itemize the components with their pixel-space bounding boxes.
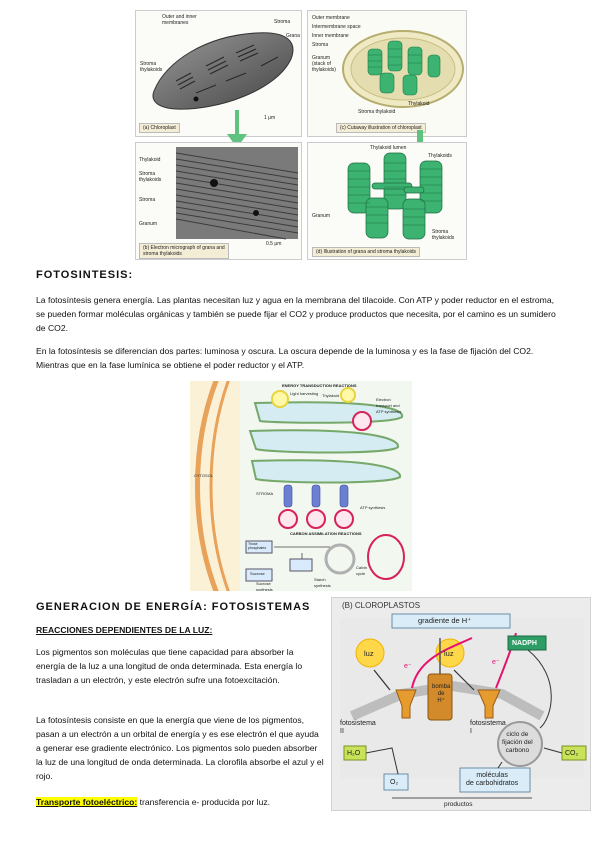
label-intermembrane: Intermembrane space (312, 24, 361, 30)
fig3-gradient: gradiente de H⁺ (418, 616, 472, 625)
label-sucrose-box: Sucrose (250, 571, 265, 576)
caption-b: (b) Electron micrograph of grana and str… (139, 243, 229, 259)
fig3-nadph: NADPH (512, 640, 537, 647)
label-sucrose-synthesis: Sucrose synthesis (256, 581, 273, 591)
label-electron-transport: Electron transport and ATP synthesis (376, 397, 402, 414)
label-carbon-title: CARBON ASSIMILATION REACTIONS (290, 531, 362, 536)
label-triose: Triose phosphates (248, 542, 267, 550)
label-cytosol: CYTOSOL (194, 473, 214, 478)
fig3-title: (B) CLOROPLASTOS (342, 601, 421, 610)
paragraph-fotosintesis-2: En la fotosíntesis se diferencian dos pa… (36, 346, 534, 370)
fig3-o2: O₂ (390, 779, 399, 786)
fig3-electron-left: e⁻ (404, 663, 412, 670)
label-stroma-thylakoids-a: Stroma thylakoids (140, 61, 163, 73)
paragraph-fotosintesis-1: La fotosíntesis genera energía. Las plan… (36, 295, 556, 333)
fig3-ps1: fotosistema I (470, 720, 506, 735)
label-grana-a: Grana (286, 33, 300, 39)
label-starch: Starch synthesis (314, 577, 331, 588)
section-title-fotosintesis: FOTOSINTESIS: (36, 269, 134, 281)
grana-panel: Thylakoid lumen Thylakoids Granum Stroma… (307, 142, 467, 260)
label-scale-b: 0.5 μm (266, 241, 282, 247)
micrograph-panel: Thylakoid Stroma thylakoids Stroma Granu… (135, 142, 302, 260)
fig3-pump: bomba de H⁺ (432, 684, 451, 704)
label-stroma-c: Stroma (312, 42, 329, 48)
fig3-co2: CO₂ (565, 750, 579, 757)
fig3-cycle: ciclo de fijación del carbono (502, 731, 533, 754)
cloroplastos-image (340, 613, 587, 799)
label-granum-b: Granum (139, 221, 158, 227)
cutaway-image (342, 30, 464, 108)
label-thylakoid-c: Thylakoid (408, 101, 430, 107)
highlight-transporte: Transporte fotoeléctrico: (36, 797, 138, 807)
label-thylakoids-d: Thylakoids (428, 153, 452, 159)
fig3-ps2: fotosistema II (340, 720, 376, 735)
label-stroma-thylakoids-b: Stroma thylakoids (139, 171, 162, 183)
green-arrow-down (227, 110, 247, 148)
fig3-luz-left: luz (364, 649, 374, 658)
label-stroma-thylakoids-d: Stroma thylakoids (432, 229, 455, 241)
paragraph-transporte: Transporte fotoeléctrico: transferencia … (36, 795, 324, 809)
fig3-electron-right: e⁻ (492, 659, 500, 666)
label-outer-inner: Outer and inner membranes (162, 14, 197, 26)
energy-transduction-image (195, 381, 412, 591)
paragraph-generacion-1: Los pigmentos son moléculas que tiene ca… (36, 647, 303, 685)
label-atp-synthesis: ATP synthesis (360, 505, 386, 510)
caption-c: (c) Cutaway illustration of chloroplast (336, 123, 426, 133)
label-light-harvesting: Light harvesting (290, 391, 319, 396)
paragraph-generacion-2: La fotosíntesis consiste en que la energ… (36, 715, 324, 781)
label-thylakoid-fig2: Thylakoid (322, 393, 340, 398)
label-calvin: Calvin cycle (356, 565, 368, 576)
cutaway-panel: Outer membrane Intermembrane space Inner… (307, 10, 467, 137)
label-granum-c: Granum (stack of thylakoids) (312, 55, 336, 73)
sun-left (355, 638, 385, 668)
label-stroma-fig2: STROMA (256, 491, 274, 496)
label-thylakoid-lumen: Thylakoid lumen (370, 145, 407, 151)
fig3-luz-right: luz (444, 649, 454, 658)
label-stroma-a: Stroma (274, 19, 291, 25)
chloroplast-micrograph-panel: Outer and inner membranes Stroma Grana S… (135, 10, 302, 137)
grana-image (347, 152, 443, 240)
caption-d: (d) Illustration of grana and stroma thy… (312, 247, 421, 257)
fig3-h2o: H₂O (347, 750, 361, 757)
label-granum-d: Granum (312, 213, 331, 219)
caption-a: (a) Chloroplast (139, 123, 180, 133)
subtitle-reacciones: REACCIONES DEPENDIENTES DE LA LUZ: (36, 625, 213, 635)
cloroplastos-figure: (B) CLOROPLASTOS gradiente de H⁺ luz luz… (331, 597, 591, 811)
fig3-carbs: moléculas de carbohidratos (466, 772, 519, 787)
label-thylakoid-b: Thylakoid (139, 157, 161, 163)
label-stroma-b: Stroma (139, 197, 156, 203)
label-scale-a: 1 μm (264, 115, 276, 121)
fig3-products: productos (444, 801, 473, 808)
energy-transduction-figure: ENERGY TRANSDUCTION REACTIONS Light harv… (190, 381, 412, 591)
label-energy-title: ENERGY TRANSDUCTION REACTIONS (282, 383, 357, 388)
chloroplast-figure: Outer and inner membranes Stroma Grana S… (135, 10, 467, 260)
label-inner-membrane: Inner membrane (312, 33, 349, 39)
micrograph-image (175, 147, 299, 240)
label-outer-membrane: Outer membrane (312, 15, 350, 21)
chloroplast-micrograph-image (152, 32, 294, 110)
transporte-rest: transferencia e- producida por luz. (137, 797, 271, 807)
section-title-generacion: GENERACION DE ENERGÍA: FOTOSISTEMAS (36, 601, 311, 613)
label-stroma-thylakoid-c: Stroma thylakoid (358, 109, 396, 115)
